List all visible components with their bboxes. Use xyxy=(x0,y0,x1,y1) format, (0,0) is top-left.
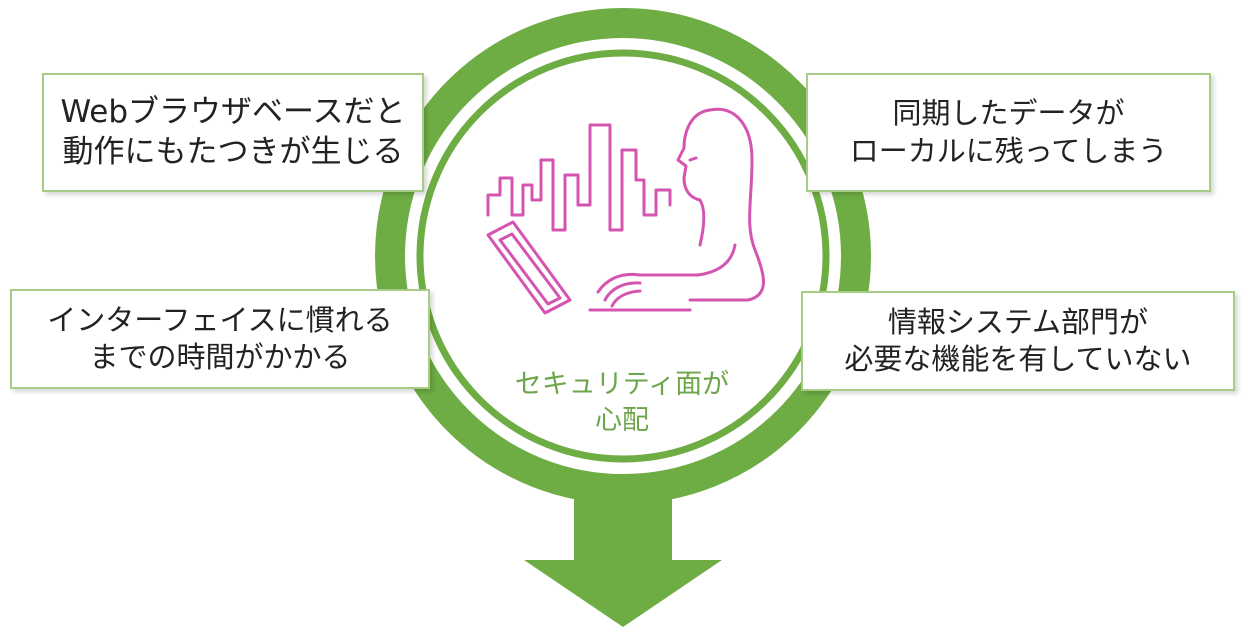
concern-text-line1: インターフェイスに慣れる xyxy=(47,302,393,337)
concern-box-interface-learning: インターフェイスに慣れる までの時間がかかる xyxy=(10,289,430,389)
inner-ring xyxy=(416,49,830,463)
center-label-line2: 心配 xyxy=(595,405,649,437)
outer-ring xyxy=(375,8,871,504)
concern-text-line2: 必要な機能を有していない xyxy=(844,342,1192,376)
concern-text-line2: 動作にもたつきが生じる xyxy=(62,133,404,170)
concern-text-line2: ローカルに残ってしまう xyxy=(849,133,1168,168)
concern-text-line2: までの時間がかかる xyxy=(89,340,351,374)
concern-text-line1: 同期したデータが xyxy=(892,96,1125,131)
concern-box-browser-lag: Webブラウザベースだと 動作にもたつきが生じる xyxy=(42,73,424,192)
down-arrow xyxy=(524,490,722,627)
concern-box-local-data: 同期したデータが ローカルに残ってしまう xyxy=(806,73,1211,192)
person-at-laptop-with-city-skyline-icon xyxy=(486,107,765,315)
center-label-line1: セキュリティ面が xyxy=(514,369,730,400)
concern-text-line1: 情報システム部門が xyxy=(887,304,1149,339)
concern-box-it-department: 情報システム部門が 必要な機能を有していない xyxy=(801,291,1235,391)
concern-text-line1: Webブラウザベースだと xyxy=(60,93,406,130)
center-concern-label: セキュリティ面が 心配 xyxy=(462,367,782,440)
